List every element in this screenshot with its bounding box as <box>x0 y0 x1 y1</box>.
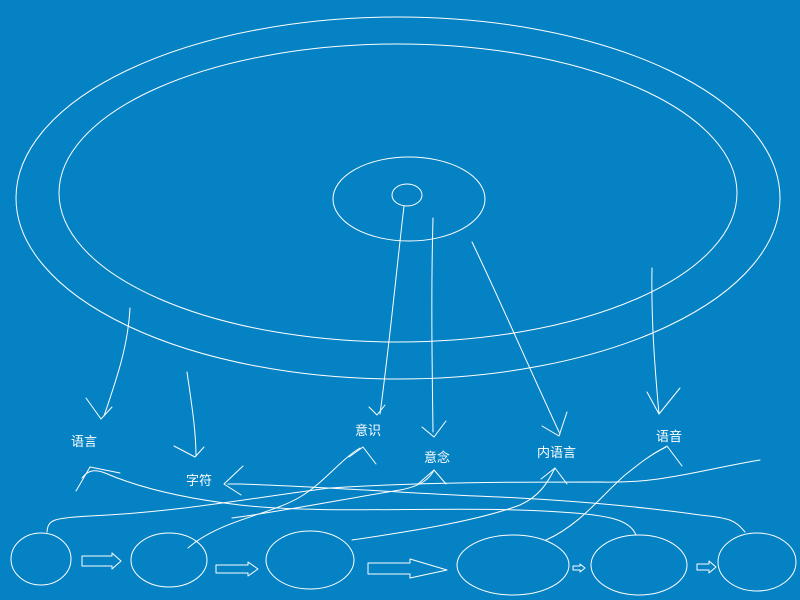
label-neiyuyan: 内语言 <box>537 446 577 461</box>
arrow-to-yishi <box>368 205 405 416</box>
connector-circle4-to-yuyin <box>545 445 683 541</box>
bottom-circle-3 <box>265 530 355 590</box>
middle-ellipse <box>58 43 738 343</box>
inner-ellipse <box>332 156 486 242</box>
connector-circle2-to-yishi <box>187 446 377 549</box>
outer-ellipse <box>15 16 781 380</box>
label-zifu: 字符 <box>186 474 213 489</box>
bottom-circle-2 <box>130 532 208 588</box>
arrow-to-neiyuyan <box>471 241 568 437</box>
arrow-to-yuyin <box>646 267 681 415</box>
bottom-circle-1 <box>10 532 72 586</box>
connector-circle3-to-neiyuyan <box>351 467 568 541</box>
connector-circle3-to-yinian <box>231 469 447 519</box>
label-yinian: 意念 <box>424 451 451 466</box>
arrow-to-yuyan <box>85 307 131 420</box>
block-arrow-1 <box>81 552 122 570</box>
connector-circle5-to-yuyan <box>75 466 637 536</box>
arrow-to-yinian <box>421 217 447 438</box>
bottom-circle-4 <box>456 534 570 596</box>
bottom-circle-5 <box>590 534 688 596</box>
label-yuyan: 语言 <box>71 435 98 450</box>
block-arrow-2 <box>215 561 259 577</box>
connector-circle1-to-yuyin <box>46 459 761 533</box>
center-circle <box>391 183 423 207</box>
block-arrow-5 <box>696 560 717 574</box>
label-yuyin: 语音 <box>656 430 683 445</box>
arrow-to-zifu <box>173 371 205 458</box>
connector-circle6-to-zifu <box>223 465 746 533</box>
block-arrow-4 <box>572 563 586 573</box>
bottom-circle-6 <box>717 532 797 592</box>
block-arrow-3 <box>367 558 448 579</box>
label-yishi: 意识 <box>355 424 382 439</box>
